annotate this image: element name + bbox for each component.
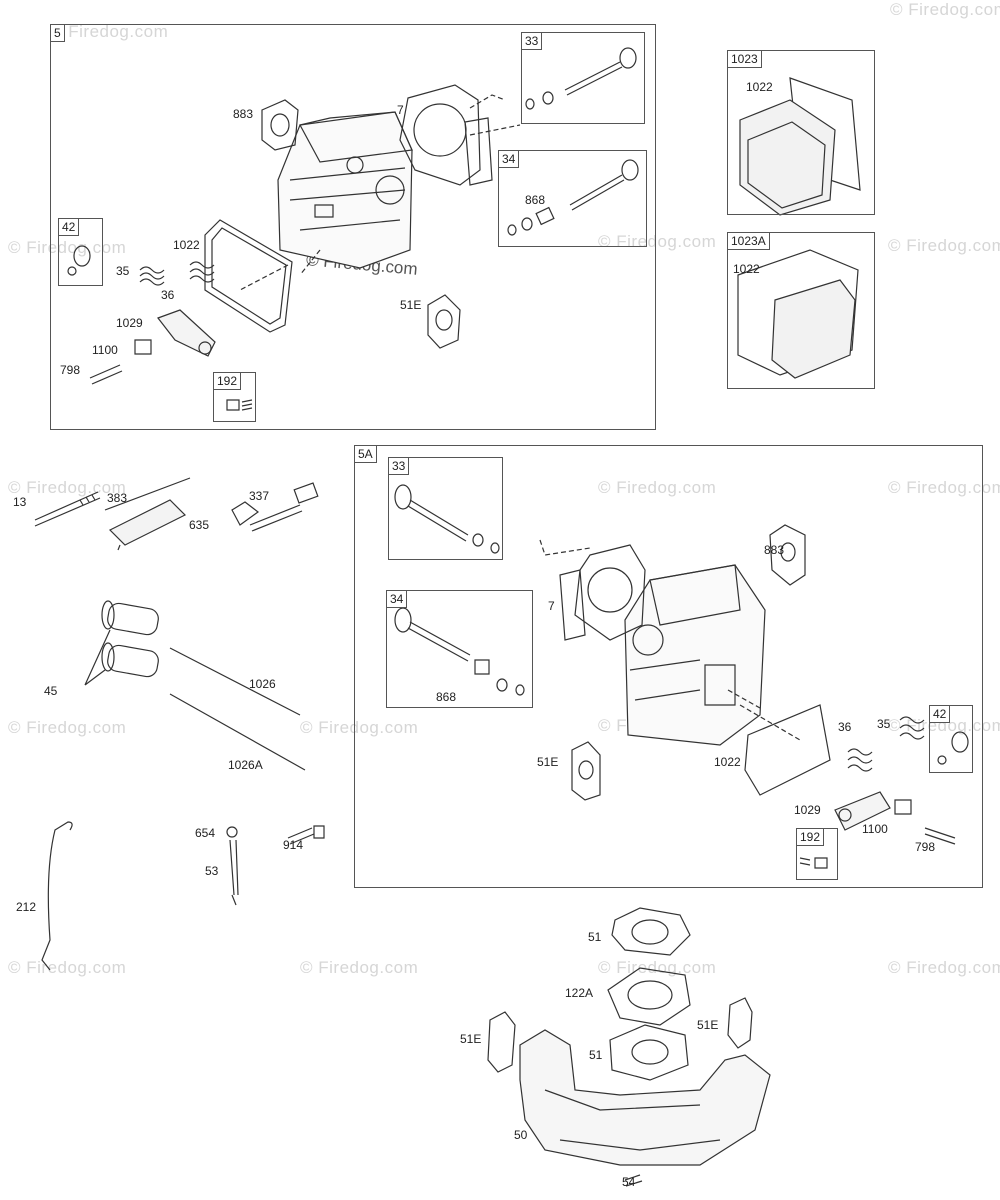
watermark-text: © Firedog.com xyxy=(890,0,1000,19)
part-label: 883 xyxy=(764,543,785,557)
group-tag: 33 xyxy=(388,457,410,475)
part-label: 1022 xyxy=(173,238,200,252)
part-label: 1022 xyxy=(733,262,760,276)
loose-parts-drawing xyxy=(35,478,324,970)
valve-cover-1023a-drawing xyxy=(738,250,858,378)
group-tag: 34 xyxy=(386,590,408,608)
group-frame-42 xyxy=(58,218,103,286)
group-tag: 42 xyxy=(929,705,951,723)
group-tag: 192 xyxy=(213,372,242,390)
watermark-text: © Firedog.com xyxy=(50,22,169,41)
group-frame-34 xyxy=(498,150,647,247)
part-label: 1022 xyxy=(746,80,773,94)
part-label: 7 xyxy=(397,103,404,117)
watermark-text: © Firedog.com xyxy=(598,958,717,977)
part-label: 35 xyxy=(877,717,891,731)
part-label: 122A xyxy=(565,986,594,1000)
head-gasket-5a-drawing xyxy=(560,545,645,640)
group-tag: 42 xyxy=(58,218,80,236)
watermark-text: © Firedog.com xyxy=(8,958,127,977)
group-frame-33 xyxy=(521,32,645,124)
part-label: 1100 xyxy=(862,822,888,836)
part-label: 1026A xyxy=(228,758,263,772)
watermark-text: © Firedog.com xyxy=(8,718,127,737)
valve-drawings xyxy=(508,48,638,235)
part-label: 1029 xyxy=(794,803,821,817)
part-label: 51E xyxy=(537,755,559,769)
spring-and-rocker-drawings xyxy=(68,246,252,410)
part-label: 868 xyxy=(436,690,457,704)
part-label: 868 xyxy=(525,193,546,207)
part-label: 45 xyxy=(44,684,58,698)
part-label: 914 xyxy=(283,838,304,852)
cylinder-head-5a-drawing xyxy=(625,565,765,745)
exhaust-manifold-drawing xyxy=(488,908,770,1186)
part-label: 51 xyxy=(588,930,602,944)
group-tag: 33 xyxy=(521,32,543,50)
part-label: 36 xyxy=(838,720,852,734)
watermark-text: © Firedog.com xyxy=(300,958,419,977)
part-label: 635 xyxy=(189,518,210,532)
watermark-text: © Firedog.com xyxy=(888,478,1000,497)
part-label: 7 xyxy=(548,599,555,613)
part-label: 51E xyxy=(697,1018,719,1032)
head-gasket-drawing xyxy=(400,85,492,185)
part-label: 883 xyxy=(233,107,254,121)
group-frame-42 xyxy=(929,705,973,773)
part-label: 51E xyxy=(400,298,422,312)
gaskets-5a-drawing xyxy=(572,525,830,800)
exhaust-gasket-drawing xyxy=(428,295,460,348)
group-frame-33 xyxy=(388,457,503,560)
group-tag: 1023 xyxy=(727,50,762,68)
intake-gasket-drawing xyxy=(262,100,298,150)
group-frame-5a xyxy=(354,445,983,888)
group-tag: 5A xyxy=(354,445,377,463)
part-label: 212 xyxy=(16,900,37,914)
part-label: 54 xyxy=(622,1175,636,1189)
group-tag: 34 xyxy=(498,150,520,168)
part-label: 36 xyxy=(161,288,175,302)
part-label: 13 xyxy=(13,495,27,509)
rocker-cover-gasket-drawing xyxy=(205,220,292,332)
valves-5a-drawing xyxy=(395,485,524,695)
part-label: 53 xyxy=(205,864,219,878)
group-frame-1023 xyxy=(727,50,875,215)
watermark-text: © Firedog.com xyxy=(8,238,127,257)
part-label: 1026 xyxy=(249,677,276,691)
springs-5a-drawing xyxy=(800,717,968,868)
part-label: 654 xyxy=(195,826,216,840)
valve-cover-1023-drawing xyxy=(740,78,860,215)
part-label: 35 xyxy=(116,264,130,278)
part-label: 798 xyxy=(60,363,81,377)
watermark-text: © Firedog.com xyxy=(888,236,1000,255)
part-label: 798 xyxy=(915,840,936,854)
watermark-text: © Firedog.com xyxy=(598,478,717,497)
part-label: 1022 xyxy=(714,755,741,769)
part-label: 1100 xyxy=(92,343,118,357)
part-label: 50 xyxy=(514,1128,528,1142)
cylinder-head-drawing xyxy=(278,112,412,268)
watermark-text: © Firedog.com xyxy=(888,958,1000,977)
group-tag: 5 xyxy=(50,24,65,42)
part-label: 51E xyxy=(460,1032,482,1046)
part-label: 337 xyxy=(249,489,270,503)
part-label: 1029 xyxy=(116,316,143,330)
group-tag: 1023A xyxy=(727,232,770,250)
part-label: 383 xyxy=(107,491,128,505)
group-frame-34 xyxy=(386,590,533,708)
watermark-text: © Firedog.com xyxy=(300,718,419,737)
part-label: 51 xyxy=(589,1048,603,1062)
group-frame-1023a xyxy=(727,232,875,389)
group-tag: 192 xyxy=(796,828,825,846)
group-frame-5 xyxy=(50,24,656,430)
